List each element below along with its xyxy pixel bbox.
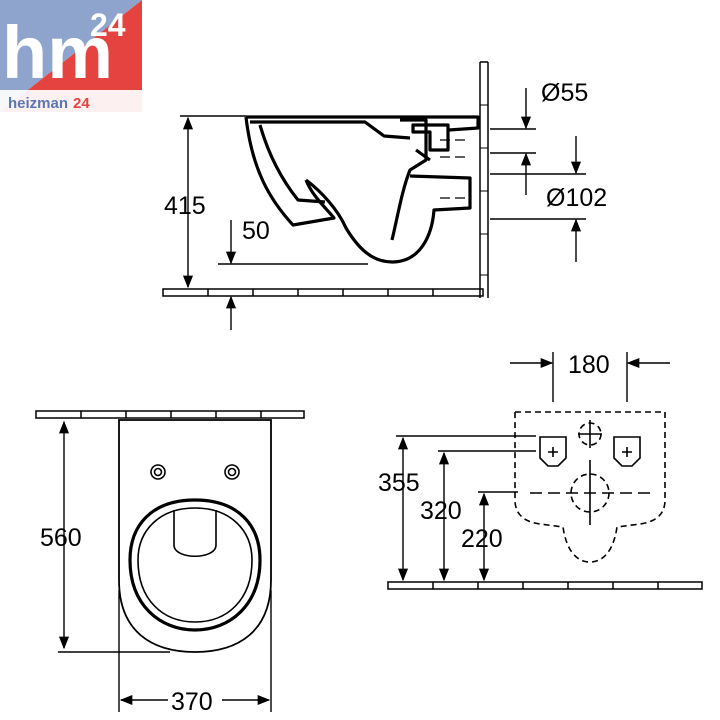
logo-red-panel [0,0,142,112]
bowl-opening [137,507,253,623]
fixing-brackets [539,436,641,467]
top-view [35,410,305,712]
bowl-rim [128,498,262,632]
toilet-side-profile [244,115,480,264]
lower-height-label: 220 [461,525,503,553]
mid-height-dimension [438,450,536,582]
mounting-holes [150,464,240,480]
upper-height-dimension [396,435,536,582]
floor-gap-label: 50 [242,217,270,245]
rear-centerlines [530,420,650,525]
lower-height-dimension [478,491,518,582]
side-view [162,61,586,330]
width-dimension-label: 370 [171,688,213,716]
logo-number-text: 24 [90,7,126,43]
top-view-wall [35,410,305,419]
wall-view-floor [387,581,703,590]
outlet-diameter-dimension [490,88,536,195]
drain-diameter-label: Ø102 [546,184,607,212]
drain-diameter-dimension [490,136,586,262]
height-dimension-label: 415 [164,192,206,220]
height-dimension [180,115,246,289]
side-view-floor [162,288,484,297]
toilet-rear-outline [514,411,666,563]
centerlines [440,139,470,199]
floor-gap-dimension [218,220,368,330]
toilet-top-outline [118,419,272,653]
outlet-diameter-label: Ø55 [541,79,588,107]
spacing-dimension [510,352,670,402]
depth-dimension [58,420,170,653]
wall-view [387,352,703,590]
upper-height-label: 355 [378,469,420,497]
side-view-wall [479,61,489,298]
spacing-dimension-label: 180 [568,351,610,379]
depth-dimension-label: 560 [40,524,82,552]
bowl-flush-channel [173,510,217,557]
width-dimension [118,590,272,712]
mid-height-label: 320 [420,497,462,525]
logo-brand-text: hm [2,11,113,94]
